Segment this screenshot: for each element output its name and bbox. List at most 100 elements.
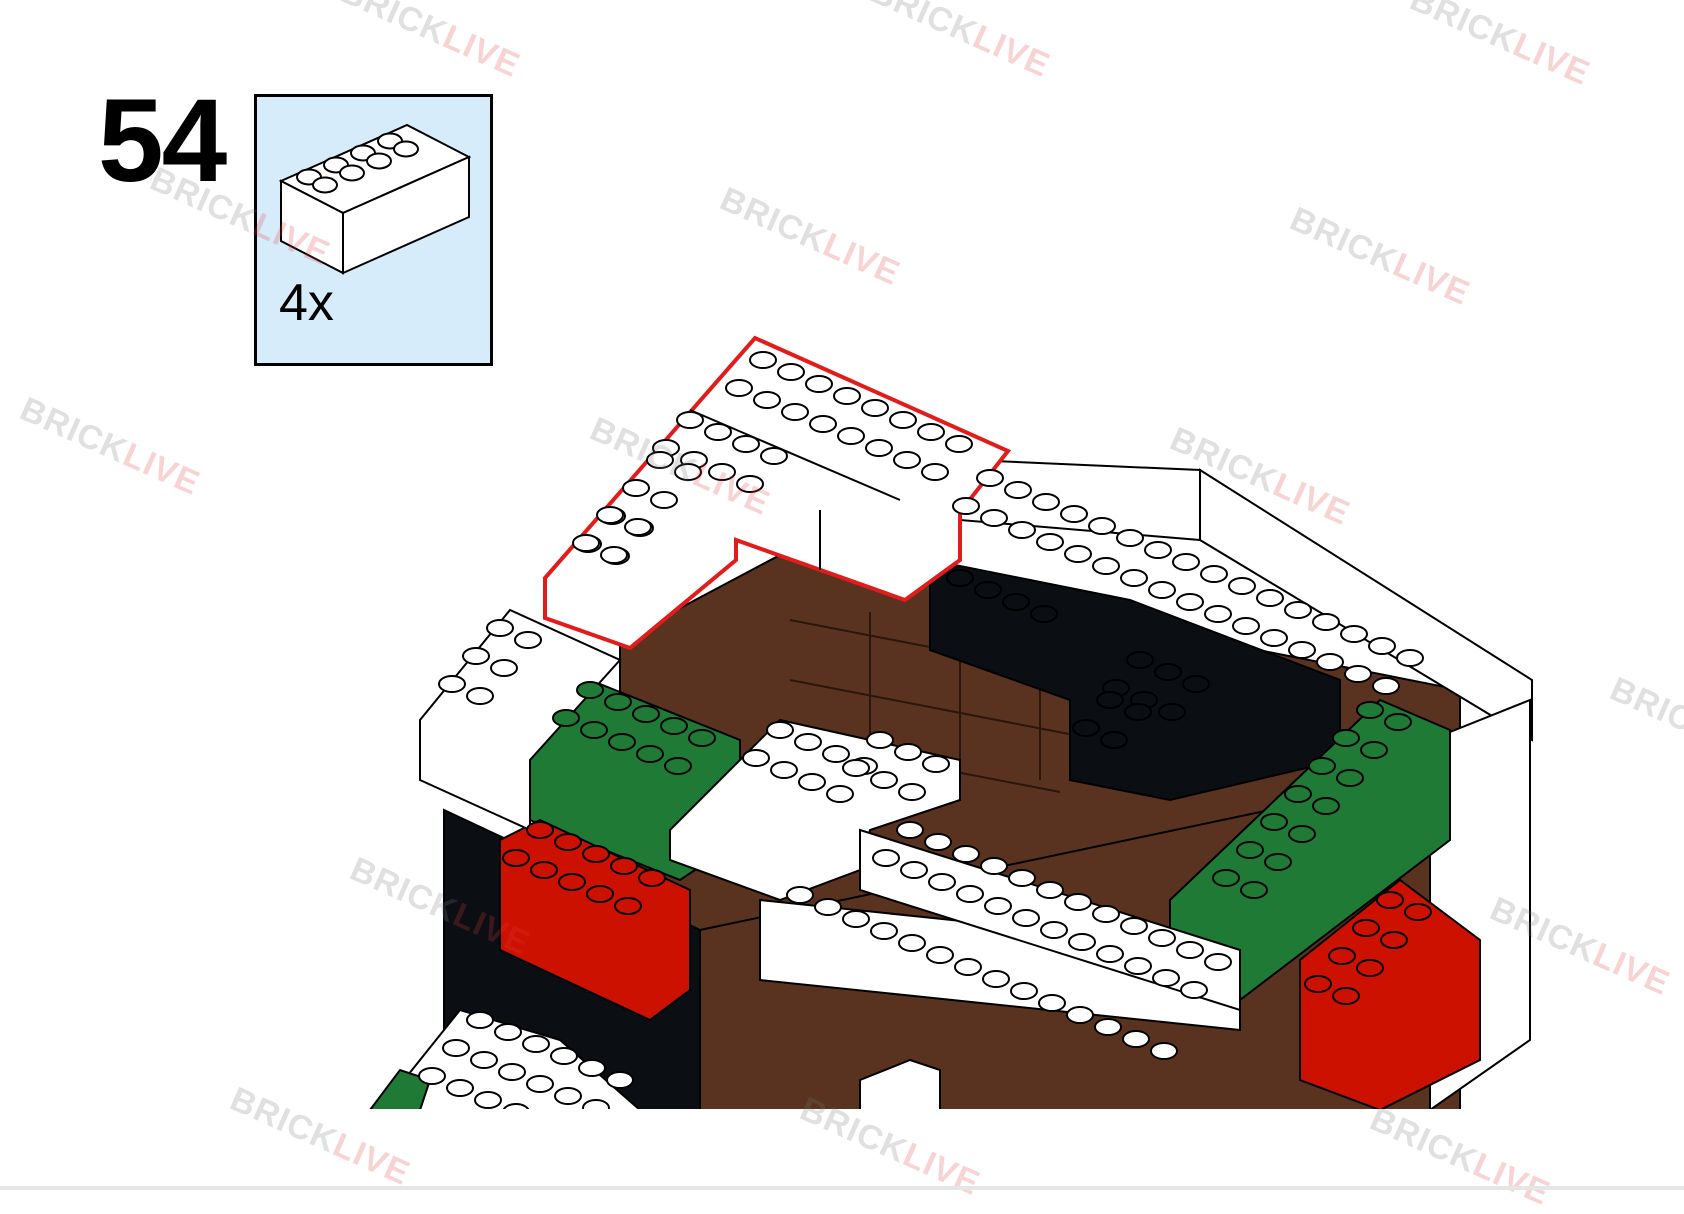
page-bottom bbox=[0, 1110, 1684, 1186]
stud bbox=[1096, 944, 1124, 964]
stud bbox=[438, 674, 466, 694]
stud bbox=[1288, 824, 1316, 844]
stud bbox=[1152, 968, 1180, 988]
stud bbox=[470, 1050, 498, 1070]
stud bbox=[606, 1070, 634, 1090]
step-number: 54 bbox=[98, 75, 227, 207]
stud bbox=[1404, 902, 1432, 922]
stud bbox=[1260, 628, 1288, 648]
stud bbox=[526, 1074, 554, 1094]
stud bbox=[842, 909, 870, 929]
stud bbox=[894, 742, 922, 762]
red-brick-right bbox=[1299, 878, 1481, 1112]
stud bbox=[766, 720, 794, 740]
stud bbox=[805, 374, 833, 394]
stud bbox=[809, 414, 837, 434]
stud bbox=[466, 686, 494, 706]
stud bbox=[760, 446, 788, 466]
stud bbox=[893, 450, 921, 470]
stud bbox=[770, 760, 798, 780]
stud bbox=[917, 422, 945, 442]
stud bbox=[526, 820, 554, 840]
stud bbox=[1088, 516, 1116, 536]
stud bbox=[974, 580, 1002, 600]
stud bbox=[786, 885, 814, 905]
stud bbox=[558, 872, 586, 892]
stud bbox=[638, 868, 666, 888]
stud bbox=[608, 732, 636, 752]
stud bbox=[1066, 1005, 1094, 1025]
stud bbox=[945, 434, 973, 454]
stud bbox=[1180, 980, 1208, 1000]
stud bbox=[466, 1010, 494, 1030]
stud bbox=[632, 704, 660, 724]
stud bbox=[530, 860, 558, 880]
stud bbox=[861, 398, 889, 418]
stud bbox=[1176, 940, 1204, 960]
stud bbox=[952, 844, 980, 864]
stud bbox=[725, 378, 753, 398]
stud bbox=[1072, 718, 1100, 738]
stud bbox=[650, 490, 678, 510]
stud bbox=[984, 896, 1012, 916]
stud bbox=[898, 782, 926, 802]
stud bbox=[1284, 600, 1312, 620]
stud bbox=[921, 462, 949, 482]
stud bbox=[980, 856, 1008, 876]
stud bbox=[474, 1090, 502, 1110]
stud bbox=[1010, 981, 1038, 1001]
stud bbox=[1360, 740, 1388, 760]
stud bbox=[982, 969, 1010, 989]
stud bbox=[1332, 728, 1360, 748]
stud bbox=[980, 508, 1008, 528]
stud bbox=[1240, 880, 1268, 900]
stud bbox=[1256, 588, 1284, 608]
stud bbox=[552, 708, 580, 728]
stud bbox=[1092, 556, 1120, 576]
stud bbox=[777, 362, 805, 382]
stud bbox=[1260, 812, 1288, 832]
white-2x4-brick-icon bbox=[278, 123, 472, 275]
stud bbox=[486, 618, 514, 638]
stud bbox=[462, 646, 490, 666]
studs bbox=[418, 350, 1432, 1146]
stud bbox=[1236, 840, 1264, 860]
stud bbox=[976, 468, 1004, 488]
stud bbox=[798, 772, 826, 792]
stud bbox=[1328, 946, 1356, 966]
stud bbox=[1092, 904, 1120, 924]
stud bbox=[1158, 702, 1186, 722]
stud bbox=[956, 884, 984, 904]
stud bbox=[1172, 552, 1200, 572]
stud bbox=[822, 744, 850, 764]
stud bbox=[872, 848, 900, 868]
stud bbox=[1008, 520, 1036, 540]
stud bbox=[1182, 674, 1210, 694]
stud bbox=[1352, 918, 1380, 938]
stud bbox=[1004, 480, 1032, 500]
stud bbox=[1308, 756, 1336, 776]
stud bbox=[926, 945, 954, 965]
stud bbox=[870, 770, 898, 790]
stud bbox=[1002, 592, 1030, 612]
stud bbox=[1212, 868, 1240, 888]
stud bbox=[1176, 592, 1204, 612]
stud bbox=[1068, 932, 1096, 952]
stud bbox=[610, 856, 638, 876]
stud bbox=[1356, 700, 1384, 720]
stud bbox=[604, 692, 632, 712]
stud bbox=[636, 744, 664, 764]
stud bbox=[837, 426, 865, 446]
stud bbox=[900, 860, 928, 880]
stud bbox=[1356, 958, 1384, 978]
stud bbox=[732, 434, 760, 454]
stud bbox=[946, 568, 974, 588]
stud bbox=[865, 438, 893, 458]
stud bbox=[554, 832, 582, 852]
stud bbox=[1038, 993, 1066, 1013]
stud bbox=[1124, 702, 1152, 722]
stud bbox=[889, 410, 917, 430]
stud bbox=[952, 496, 980, 516]
stud bbox=[600, 545, 628, 565]
